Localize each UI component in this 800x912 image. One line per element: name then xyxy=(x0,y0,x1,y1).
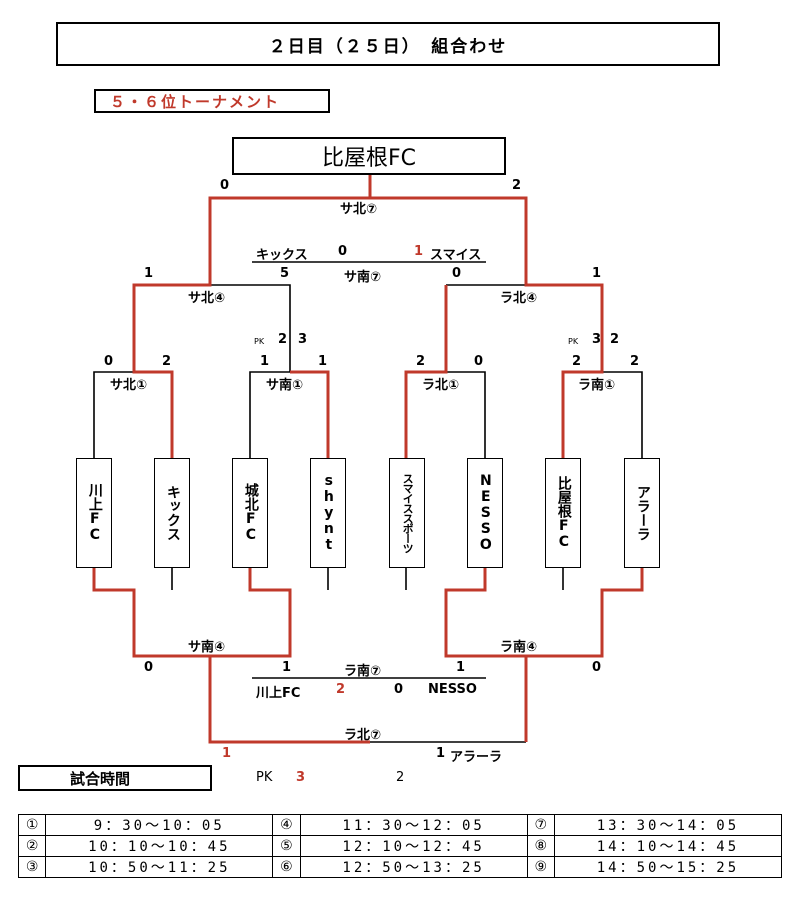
team-kawakami-fc: 川上FC xyxy=(76,458,112,568)
sa-minami4-label: サ南④ xyxy=(188,640,226,655)
match-number: ⑥ xyxy=(272,856,301,878)
match-time: 13：30〜14：05 xyxy=(553,814,783,836)
sa-minami7-team-left: キックス xyxy=(256,248,308,263)
match-time: 14：10〜14：45 xyxy=(553,835,783,857)
team-arara: アラーラ xyxy=(624,458,660,568)
ra-minami4-score-right: 0 xyxy=(592,660,602,675)
champion-box: 比屋根FC xyxy=(232,137,506,175)
connector-arara-up xyxy=(602,371,643,458)
sa-minami4-score-right: 1 xyxy=(282,660,292,675)
sa-minami7-score-right: 1 xyxy=(414,244,424,259)
ra-minami4-label: ラ南④ xyxy=(500,640,538,655)
winner-path-kawakami xyxy=(92,568,370,744)
table-row: ① 9：30〜10：05 ④ 11：30〜12：05 ⑦ 13：30〜14：05 xyxy=(17,814,783,836)
ra-minami7-team-left: 川上FC xyxy=(256,686,301,701)
team-hiyagon-fc: 比屋根FC xyxy=(545,458,581,568)
ra-minami7-score-left: 2 xyxy=(336,682,346,697)
ra-kita1-score-left: 2 xyxy=(416,354,426,369)
sa-minami1-pk-label: PK xyxy=(254,337,265,346)
match-number: ③ xyxy=(17,856,47,878)
upper-final-score-right: 2 xyxy=(512,178,522,193)
ra-kita1-label: ラ北① xyxy=(422,378,460,393)
winner-path-johoku xyxy=(210,568,292,658)
ra-kita7-score-right: 1 xyxy=(436,746,446,761)
sa-kita1-score-left: 0 xyxy=(104,354,114,369)
sa-kita4-score-right: 5 xyxy=(280,266,290,281)
match-time: 14：50〜15：25 xyxy=(553,856,783,878)
connector-nesso-up xyxy=(445,371,486,458)
tournament-subtitle: ５・６位トーナメント xyxy=(94,89,330,113)
winner-path-nesso xyxy=(444,568,528,742)
upper-final-score-left: 0 xyxy=(220,178,230,193)
sa-kita4-score-left: 1 xyxy=(144,266,154,281)
ra-kita4-score-left: 0 xyxy=(452,266,462,281)
ra-minami7-score-right: 0 xyxy=(394,682,404,697)
ra-minami1-label: ラ南① xyxy=(578,378,616,393)
schedule-label: 試合時間 xyxy=(18,765,212,791)
match-number: ⑤ xyxy=(272,835,301,857)
team-smice-sports: スマイススポーツ xyxy=(389,458,425,568)
winner-path-smice xyxy=(404,285,448,458)
team-kicks: キックス xyxy=(154,458,190,568)
ra-minami7-label: ラ南⑦ xyxy=(344,664,382,679)
ra-kita7-pk-left: 3 xyxy=(296,770,306,785)
ra-kita7-pk-label: PK xyxy=(256,770,273,785)
ra-kita4-score-right: 1 xyxy=(592,266,602,281)
match-time: 10：50〜11：25 xyxy=(45,856,274,878)
table-row: ② 10：10〜10：45 ⑤ 12：10〜12：45 ⑧ 14：10〜14：4… xyxy=(17,835,783,857)
winner-path-shynt xyxy=(290,370,330,458)
ra-kita7-label: ラ北⑦ xyxy=(344,728,382,743)
sa-kita1-label: サ北① xyxy=(110,378,148,393)
sa-minami1-pk-left: 2 xyxy=(278,332,288,347)
ra-kita7-pk-right: 2 xyxy=(396,770,405,785)
connector-johoku-up xyxy=(249,371,290,458)
winner-path-arara xyxy=(526,568,644,658)
match-number: ② xyxy=(17,835,47,857)
ra-minami1-pk-right: 2 xyxy=(610,332,620,347)
team-nesso: NESSO xyxy=(467,458,503,568)
match-time: 12：10〜12：45 xyxy=(299,835,528,857)
sa-minami1-score-right: 1 xyxy=(318,354,328,369)
ra-minami1-pk-left: 3 xyxy=(592,332,602,347)
match-time: 10：10〜10：45 xyxy=(45,835,274,857)
match-number: ⑧ xyxy=(526,835,555,857)
sa-minami1-label: サ南① xyxy=(266,378,304,393)
match-time: 9：30〜10：05 xyxy=(45,814,274,836)
ra-kita1-score-right: 0 xyxy=(474,354,484,369)
match-time: 12：50〜13：25 xyxy=(299,856,528,878)
match-time: 11：30〜12：05 xyxy=(299,814,528,836)
winner-path-hiyagon xyxy=(370,196,604,458)
ra-kita7-team-right: アラーラ xyxy=(450,750,503,765)
sa-minami4-score-left: 0 xyxy=(144,660,154,675)
page-title: ２日目（２５日） 組合わせ xyxy=(56,22,720,66)
ra-minami1-pk-label: PK xyxy=(568,337,579,346)
match-number: ⑦ xyxy=(526,814,555,836)
sa-minami7-score-left: 0 xyxy=(338,244,348,259)
upper-final-label: サ北⑦ xyxy=(340,202,378,217)
sa-kita1-score-right: 2 xyxy=(162,354,172,369)
team-johoku-fc: 城北FC xyxy=(232,458,268,568)
table-row: ③ 10：50〜11：25 ⑥ 12：50〜13：25 ⑨ 14：50〜15：2… xyxy=(17,856,783,878)
schedule-table: ① 9：30〜10：05 ④ 11：30〜12：05 ⑦ 13：30〜14：05… xyxy=(17,814,783,878)
ra-minami7-team-right: NESSO xyxy=(428,682,477,697)
match-number: ④ xyxy=(272,814,301,836)
ra-kita7-score-left: 1 xyxy=(222,746,232,761)
connector-kawakami-up xyxy=(93,371,134,458)
sa-minami7-label: サ南⑦ xyxy=(344,270,382,285)
ra-kita4-label: ラ北④ xyxy=(500,291,538,306)
team-shynt: shynt xyxy=(310,458,346,568)
ra-minami1-score-left: 2 xyxy=(572,354,582,369)
sa-minami1-score-left: 1 xyxy=(260,354,270,369)
ra-minami1-score-right: 2 xyxy=(630,354,640,369)
winner-path-kicks xyxy=(132,175,372,458)
sa-minami1-pk-right: 3 xyxy=(298,332,308,347)
sa-kita4-label: サ北④ xyxy=(188,291,226,306)
sa-minami7-team-right: スマイス xyxy=(430,248,482,263)
ra-minami4-score-left: 1 xyxy=(456,660,466,675)
match-number: ① xyxy=(17,814,47,836)
match-number: ⑨ xyxy=(526,856,555,878)
